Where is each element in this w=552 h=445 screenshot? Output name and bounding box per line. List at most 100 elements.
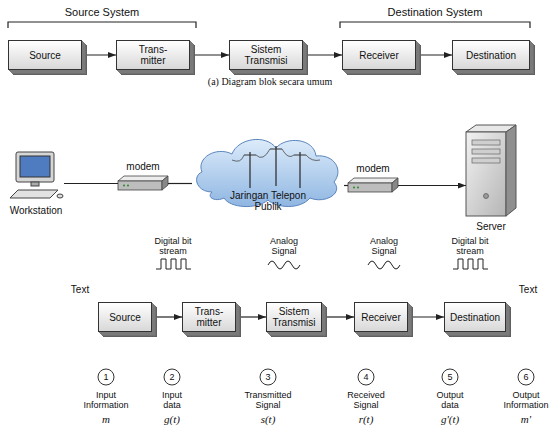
modem-icon	[118, 176, 168, 190]
process-box: Sistem Transmisi	[266, 302, 322, 332]
symbol-label: s(t)	[251, 413, 285, 425]
callout-circle	[442, 369, 458, 385]
stage-label: Transmitted Signal	[241, 390, 295, 410]
keyboard	[10, 190, 58, 198]
device-label: modem	[126, 161, 159, 172]
computer-node: Workstation	[8, 152, 64, 200]
box-label: Sistem Transmisi	[270, 306, 318, 328]
modem-top	[348, 178, 398, 183]
stage-label: Input Information	[80, 390, 132, 410]
computer-icon	[10, 152, 63, 198]
telephone-pole	[249, 152, 250, 188]
callout-circle	[358, 369, 374, 385]
modem-side	[392, 178, 398, 192]
modem-led	[357, 187, 359, 189]
arrow-connector	[190, 54, 229, 55]
symbol-label: g'(t)	[433, 413, 467, 425]
box-label: Sistem Transmisi	[241, 44, 291, 66]
telephone-wire	[232, 149, 320, 161]
box-label: Source	[105, 312, 145, 323]
device-label: Workstation	[10, 205, 63, 216]
text-label: Text	[513, 284, 543, 295]
arrow-connector	[398, 185, 466, 186]
symbol-label: r(t)	[349, 413, 383, 425]
monitor-frame	[16, 152, 54, 182]
device-label: Server	[476, 221, 505, 232]
box-label: Receiver	[359, 50, 398, 61]
signal-label: Analog Signal	[264, 236, 304, 256]
pole-crossbar	[270, 149, 282, 150]
process-box: Trans- mitter	[182, 302, 236, 332]
stage-label: Output Information	[500, 390, 552, 410]
cloud-label: Jaringan Telepon Publik	[222, 190, 314, 212]
box-label: Destination	[466, 50, 516, 61]
process-box: Source	[98, 302, 152, 332]
mouse	[57, 194, 63, 198]
process-box: Source	[8, 40, 82, 70]
device-label: modem	[356, 163, 389, 174]
modem-node: modem	[118, 176, 168, 191]
process-box: Destination	[452, 40, 530, 70]
callout-circle	[98, 369, 114, 385]
process-box: Destination	[444, 302, 506, 332]
callout-circle	[260, 369, 276, 385]
monitor-stand	[31, 182, 39, 186]
box-label: Trans- mitter	[191, 306, 227, 328]
stage-label: Input data	[155, 390, 189, 410]
text-label: Text	[65, 284, 95, 295]
arrow-connector	[416, 54, 452, 55]
modem-front	[118, 181, 162, 190]
box-label: Trans- mitter	[133, 44, 173, 66]
arrow-connector	[152, 316, 182, 317]
monitor-screen	[20, 156, 50, 177]
callout-circle	[164, 369, 180, 385]
process-box: Receiver	[342, 40, 416, 70]
callout-number: 6	[518, 372, 534, 382]
arrow-connector	[408, 316, 444, 317]
modem-led	[123, 185, 125, 187]
arrow-connector	[82, 54, 116, 55]
modem-side	[162, 176, 168, 190]
pole-crossbar	[244, 155, 256, 156]
callout-number: 4	[358, 372, 374, 382]
signal-label: Digital bit stream	[150, 236, 196, 256]
modem-led	[127, 185, 129, 187]
network-cloud: Jaringan Telepon Publik	[192, 130, 344, 210]
analog-wave	[268, 261, 300, 269]
symbol-label: g(t)	[155, 413, 189, 425]
group-heading: Source System	[37, 6, 167, 18]
callout-number: 1	[98, 372, 114, 382]
server-side	[506, 125, 516, 216]
pole-crossbar	[294, 155, 306, 156]
line-connector	[168, 183, 192, 184]
group-heading: Destination System	[365, 6, 505, 18]
arrow-connector	[303, 54, 342, 55]
system-bracket	[340, 22, 530, 28]
process-box: Receiver	[354, 302, 408, 332]
telephone-pole	[275, 146, 276, 186]
arrow-connector	[236, 316, 266, 317]
box-label: Destination	[450, 312, 500, 323]
callout-number: 5	[442, 372, 458, 382]
digital-wave	[453, 259, 488, 269]
modem-top	[118, 176, 168, 181]
server-icon	[466, 125, 516, 216]
server-front	[466, 132, 506, 216]
drive-bay	[472, 140, 500, 145]
power-button	[484, 194, 489, 199]
signal-label: Digital bit stream	[447, 236, 493, 256]
symbol-label: m'	[511, 413, 541, 425]
symbol-label: m	[91, 413, 121, 425]
server-node: Server	[466, 125, 516, 216]
drive-bay	[472, 149, 500, 154]
line-connector	[344, 185, 348, 186]
analog-wave	[368, 261, 400, 269]
figure-caption: (a) Diagram blok secara umum	[120, 76, 420, 88]
process-box: Sistem Transmisi	[229, 40, 303, 70]
modem-node: modem	[348, 178, 398, 193]
arrow-connector	[322, 316, 354, 317]
callout-circle	[518, 369, 534, 385]
process-box: Trans- mitter	[116, 40, 190, 70]
stage-label: Received Signal	[341, 390, 391, 410]
box-label: Receiver	[361, 312, 400, 323]
